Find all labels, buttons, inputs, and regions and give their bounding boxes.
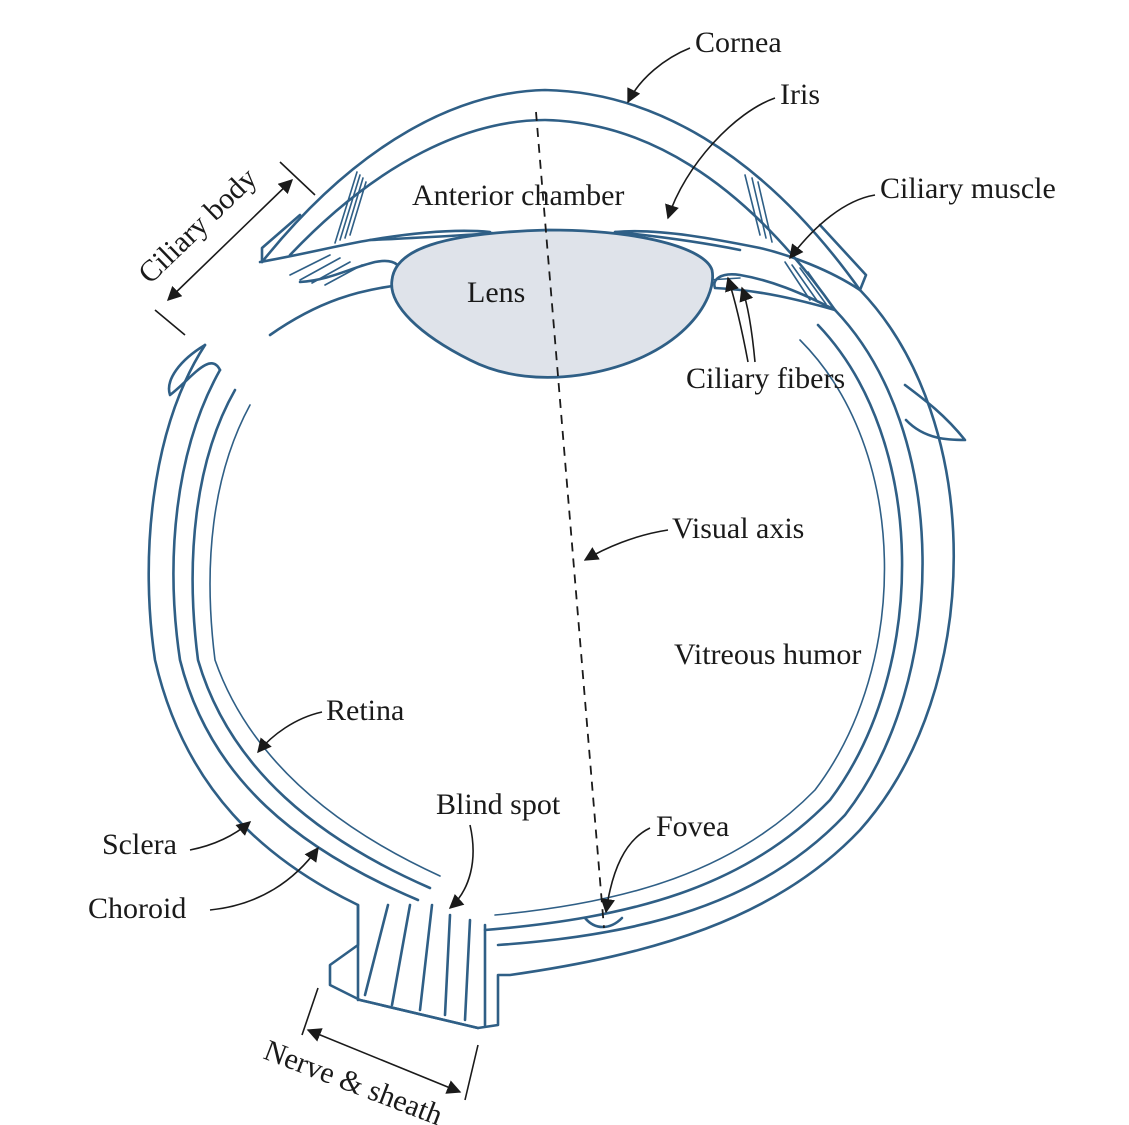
label-visual-axis: Visual axis	[672, 512, 804, 545]
retina-layer	[209, 339, 886, 916]
leader-lines	[154, 47, 876, 1101]
cornea-outer	[260, 88, 862, 292]
ciliary-body-right	[613, 229, 862, 312]
label-cornea: Cornea	[695, 26, 782, 59]
label-retina: Retina	[326, 694, 404, 727]
eye-structure	[147, 88, 967, 1030]
label-anterior-chamber: Anterior chamber	[412, 179, 624, 212]
sclera-inner-wall	[172, 308, 924, 947]
label-ciliary-muscle: Ciliary muscle	[880, 172, 1056, 205]
label-blind-spot: Blind spot	[436, 788, 561, 821]
label-vitreous-humor: Vitreous humor	[674, 638, 861, 671]
visual-axis-line	[535, 111, 605, 929]
label-choroid: Choroid	[88, 892, 186, 925]
sclera-front-right	[818, 223, 967, 442]
label-fovea: Fovea	[656, 810, 729, 843]
label-ciliary-fibers: Ciliary fibers	[686, 362, 845, 395]
label-iris: Iris	[780, 78, 820, 111]
cornea-inner	[288, 118, 837, 312]
choroid-layer	[191, 323, 904, 932]
label-nerve-sheath: Nerve & sheath	[259, 1034, 447, 1125]
iris-right	[613, 230, 742, 252]
optic-nerve	[356, 903, 487, 1030]
sclera-outer-wall	[147, 288, 956, 1030]
label-sclera: Sclera	[102, 828, 177, 861]
ciliary-body-hatching	[289, 171, 833, 307]
label-lens: Lens	[467, 276, 525, 309]
fovea-pit	[583, 916, 624, 929]
